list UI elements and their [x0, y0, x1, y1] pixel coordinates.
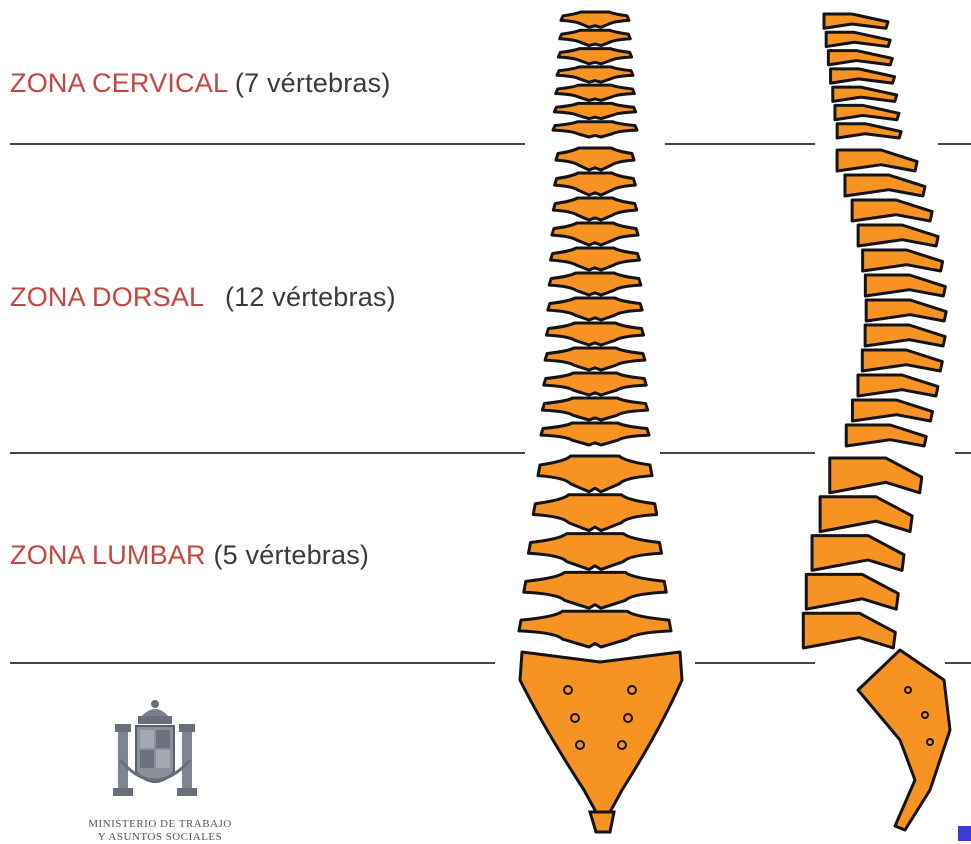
- vertebra-front-lumbar-1: [538, 456, 652, 492]
- vertebra-front-dorsal-6: [549, 273, 641, 295]
- vertebra-front-dorsal-10: [544, 373, 647, 395]
- vertebra-side-cervical-6: [835, 105, 899, 119]
- sacrum-side: [858, 650, 950, 830]
- vertebra-side-dorsal-10: [858, 375, 938, 396]
- vertebra-front-cervical-5: [556, 85, 635, 100]
- coat-of-arms-logo: [113, 700, 197, 796]
- vertebra-side-dorsal-12: [846, 425, 926, 446]
- vertebra-side-lumbar-3: [812, 536, 904, 571]
- vertebra-side-dorsal-11: [852, 400, 932, 421]
- vertebra-front-dorsal-3: [553, 198, 636, 220]
- vertebra-side-cervical-7: [837, 124, 901, 138]
- corner-mark: [958, 826, 971, 841]
- vertebra-front-dorsal-4: [552, 223, 638, 245]
- vertebra-front-cervical-4: [557, 67, 633, 82]
- vertebra-front-cervical-7: [553, 122, 637, 137]
- vertebra-side-dorsal-3: [852, 200, 932, 221]
- vertebra-side-cervical-3: [828, 51, 892, 65]
- vertebra-front-dorsal-7: [548, 298, 642, 320]
- vertebra-side-lumbar-1: [830, 458, 922, 493]
- spine-side-view: [803, 14, 950, 830]
- vertebra-side-dorsal-2: [845, 175, 925, 196]
- vertebra-front-cervical-6: [554, 103, 635, 118]
- vertebra-front-cervical-3: [558, 49, 631, 64]
- vertebra-front-dorsal-12: [541, 423, 649, 445]
- vertebra-side-dorsal-4: [858, 225, 938, 246]
- vertebra-side-dorsal-1: [837, 150, 917, 171]
- vertebra-front-dorsal-2: [555, 173, 636, 195]
- vertebra-side-lumbar-2: [820, 497, 912, 532]
- vertebra-side-dorsal-7: [866, 300, 946, 321]
- vertebra-front-lumbar-3: [529, 534, 662, 570]
- coccyx-front: [590, 812, 614, 832]
- vertebra-front-dorsal-8: [546, 323, 643, 345]
- vertebra-side-dorsal-9: [862, 350, 942, 371]
- vertebra-side-lumbar-5: [803, 613, 895, 648]
- vertebra-side-dorsal-6: [865, 275, 945, 296]
- ministry-caption-line1: MINISTERIO DE TRABAJO: [40, 818, 280, 831]
- vertebra-side-lumbar-4: [806, 574, 898, 609]
- spine-front-view: [519, 12, 682, 832]
- vertebra-front-lumbar-4: [524, 572, 667, 608]
- vertebra-side-cervical-4: [831, 69, 895, 83]
- vertebra-front-dorsal-5: [551, 248, 640, 270]
- ministry-caption: MINISTERIO DE TRABAJO Y ASUNTOS SOCIALES: [40, 818, 280, 844]
- vertebra-side-cervical-2: [826, 32, 890, 46]
- vertebra-front-cervical-1: [561, 12, 629, 27]
- vertebra-side-cervical-5: [833, 87, 897, 101]
- vertebra-front-cervical-2: [560, 30, 631, 45]
- vertebra-front-lumbar-5: [519, 611, 671, 647]
- vertebra-side-dorsal-8: [865, 325, 945, 346]
- vertebra-front-dorsal-9: [545, 348, 645, 370]
- vertebra-front-dorsal-1: [556, 148, 634, 170]
- vertebra-front-lumbar-2: [533, 495, 657, 531]
- ministry-caption-line2: Y ASUNTOS SOCIALES: [40, 831, 280, 844]
- vertebra-side-dorsal-5: [863, 250, 943, 271]
- sacrum-front: [520, 652, 682, 812]
- vertebra-front-dorsal-11: [542, 398, 647, 420]
- vertebra-side-cervical-1: [824, 14, 888, 28]
